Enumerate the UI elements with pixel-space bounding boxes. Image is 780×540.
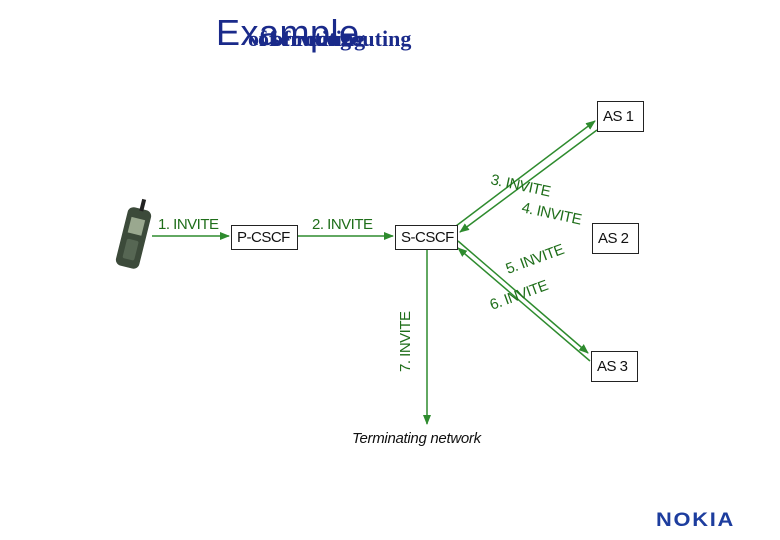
p-cscf-node: P-CSCF — [231, 225, 298, 250]
nokia-logo: NOKIA — [656, 510, 736, 531]
message-label-3: 3. INVITE — [489, 171, 552, 200]
message-label-7: 7. INVITE — [397, 311, 414, 372]
title-overlay-text: of service routing — [248, 26, 412, 51]
arrow-3 — [455, 120, 596, 227]
mobile-phone-icon — [115, 198, 152, 269]
s-cscf-node: S-CSCF — [395, 225, 458, 250]
as3-node: AS 3 — [591, 351, 638, 382]
arrow-5 — [457, 240, 589, 354]
title-overlay-text: of routing — [272, 26, 366, 51]
message-label-2: 2. INVITE — [312, 216, 373, 233]
slide-title: Example — [216, 12, 360, 53]
as1-node: AS 1 — [597, 101, 644, 132]
as2-node: AS 2 — [592, 223, 639, 254]
message-label-5: 5. INVITE — [504, 241, 567, 278]
message-label-1: 1. INVITE — [158, 216, 219, 233]
arrow-6 — [457, 247, 591, 362]
title-overlay-text: of routing — [258, 26, 352, 51]
message-label-6: 6. INVITE — [488, 277, 551, 314]
terminating-network-label: Terminating network — [352, 430, 483, 447]
arrow-4 — [459, 129, 598, 233]
message-label-4: 4. INVITE — [520, 199, 583, 228]
